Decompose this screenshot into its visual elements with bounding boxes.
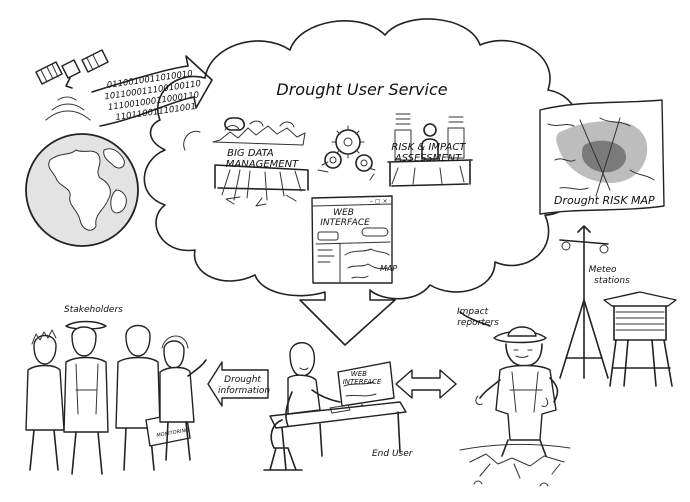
end-user-figure [263, 342, 407, 471]
big-data-line-2: MANAGEMENT [226, 159, 299, 170]
screen-line-1: WEB [351, 370, 367, 378]
meteo-station [559, 225, 677, 387]
web-title-line-1: WEB [333, 208, 354, 218]
big-data-label: BIG DATA MANAGEMENT [226, 148, 299, 170]
drought-information-label: Drought information [218, 375, 270, 396]
meteo-label: Meteo stations [589, 265, 631, 286]
risk-line-2: ASSESSMENT [394, 153, 462, 164]
window-controls: – ▢ × [370, 198, 388, 205]
impact-line-1: Impact [457, 307, 489, 317]
end-user-label: End User [372, 449, 414, 459]
briefcase-label: MONITORING [156, 427, 190, 439]
screen-line-2: INTERFACE [343, 378, 382, 386]
stakeholders-group [25, 320, 207, 475]
service-cloud [143, 18, 580, 346]
big-data-module [212, 117, 309, 207]
web-interface-title: WEB INTERFACE [320, 208, 370, 228]
web-title-line-2: INTERFACE [320, 218, 370, 228]
impact-reporters-label: Impact reporters [457, 307, 499, 328]
risk-impact-label: RISK & IMPACT ASSESSMENT [391, 142, 468, 164]
double-arrow-icon [395, 369, 457, 399]
binary-data-stream [91, 55, 213, 127]
binary-text: 0110010011010010 101100011100100110 1110… [102, 68, 207, 125]
end-user-screen-text: WEB INTERFACE [343, 370, 382, 386]
risk-line-1: RISK & IMPACT [391, 142, 466, 153]
web-interface-window: – ▢ × [311, 195, 393, 284]
stakeholders-label: Stakeholders [64, 305, 123, 315]
drought-information-arrow [207, 361, 269, 407]
toolbar-box [361, 227, 389, 237]
risk-impact-module [387, 113, 473, 187]
meteo-line-2: stations [594, 276, 630, 286]
drought-info-line-1: Drought [224, 375, 261, 385]
risk-map-panel [539, 99, 665, 215]
drought-info-line-2: information [218, 386, 270, 396]
search-box [317, 231, 339, 241]
big-data-line-1: BIG DATA [227, 148, 274, 159]
risk-map-label: Drought RISK MAP [554, 194, 655, 207]
cracked-ground [459, 443, 571, 487]
map-label: MAP [380, 264, 397, 273]
gears-icon [317, 125, 376, 181]
signal-waves [45, 96, 91, 121]
satellite-icon [35, 49, 109, 89]
service-title: Drought User Service [276, 80, 447, 99]
globe-icon [25, 133, 139, 247]
meteo-line-1: Meteo [589, 265, 617, 275]
impact-line-2: reporters [457, 318, 499, 328]
impact-reporter-figure [459, 311, 559, 457]
